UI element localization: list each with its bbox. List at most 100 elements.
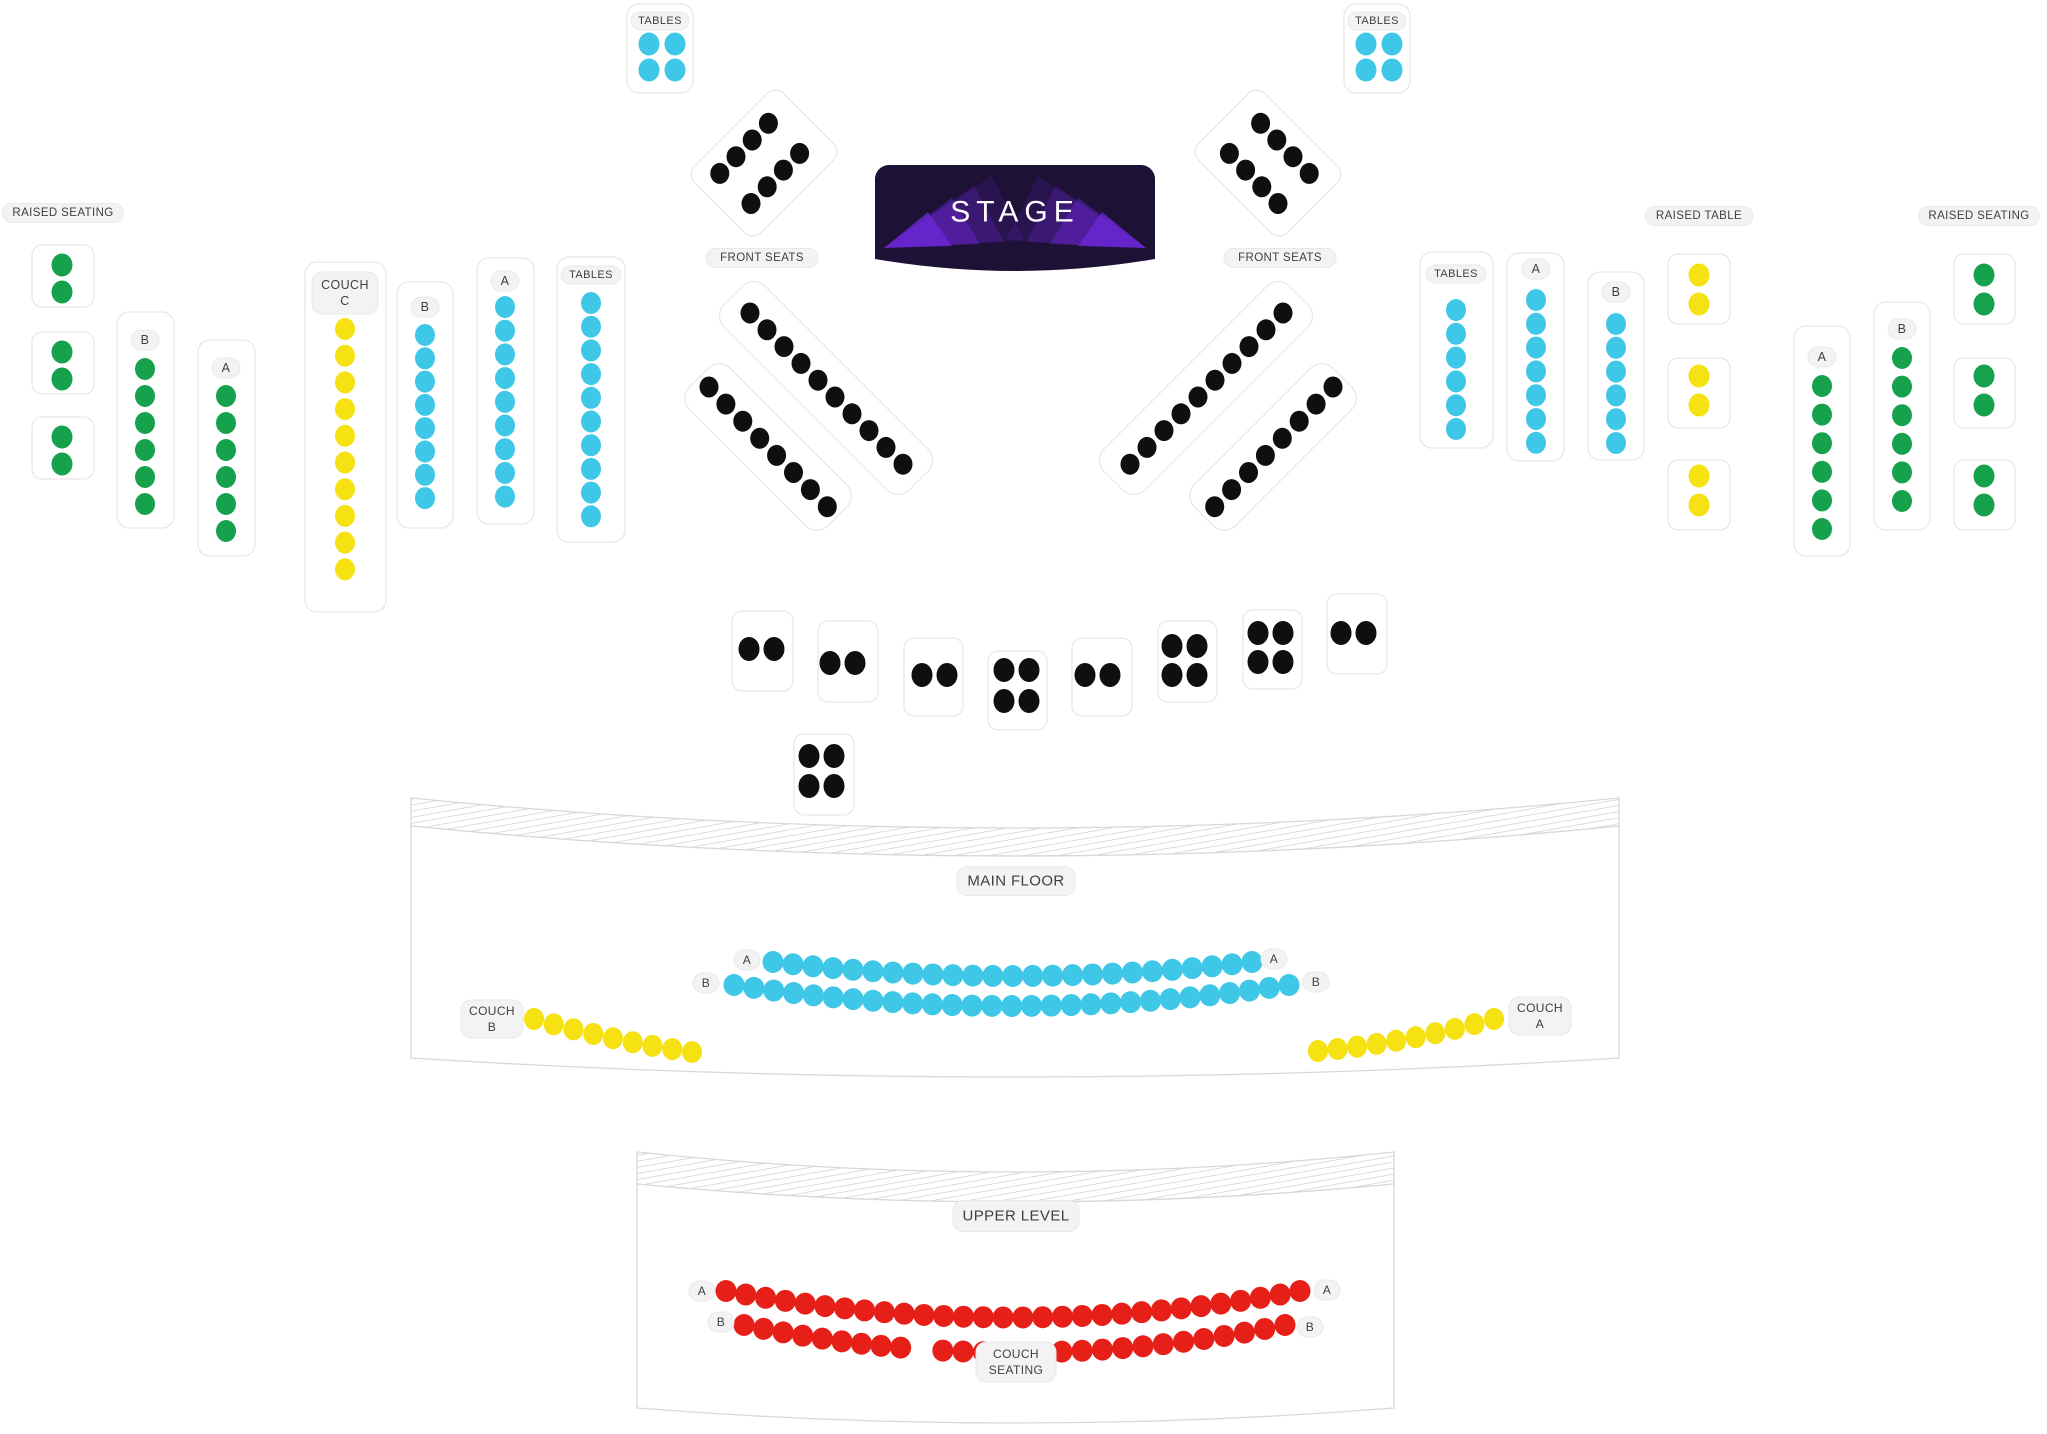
- col-b-green-left-seat[interactable]: [135, 385, 155, 407]
- upper-level-row-b-seat[interactable]: [850, 1332, 872, 1355]
- front-seats-right-diamond-seat[interactable]: [1283, 146, 1303, 168]
- upper-level-row-b-seat[interactable]: [792, 1324, 814, 1347]
- front-row-left-outer-seat[interactable]: [757, 319, 777, 341]
- col-a-cyan-left-seat[interactable]: [495, 367, 515, 390]
- upper-level-row-b-seat[interactable]: [1193, 1328, 1215, 1351]
- col-a-cyan-right-seat[interactable]: [1526, 312, 1546, 335]
- raised-seating-left-box-3-seat[interactable]: [51, 452, 73, 476]
- main-floor-row-a-seat[interactable]: [1022, 964, 1044, 987]
- upper-level-row-a-seat[interactable]: [814, 1295, 836, 1318]
- front-seats-left-diamond-seat[interactable]: [742, 129, 762, 151]
- upper-level-row-a-seat[interactable]: [992, 1306, 1014, 1329]
- col-a-cyan-left-seat[interactable]: [495, 438, 515, 461]
- tables-top-right-seat[interactable]: [1381, 32, 1403, 56]
- couch-b-seat[interactable]: [622, 1031, 643, 1054]
- main-floor-row-a-seat[interactable]: [902, 962, 924, 985]
- couch-b-seat[interactable]: [543, 1013, 564, 1036]
- front-row-left-outer-seat[interactable]: [774, 336, 794, 358]
- floor-table-5-seat[interactable]: [1099, 663, 1121, 687]
- floor-table-6-seat[interactable]: [1161, 663, 1183, 687]
- main-floor-row-a-seat[interactable]: [1002, 965, 1024, 987]
- upper-level-row-a-seat[interactable]: [1230, 1289, 1252, 1312]
- couch-c-seat[interactable]: [335, 558, 355, 581]
- col-b-cyan-right-seat[interactable]: [1606, 313, 1626, 335]
- front-row-right-outer-seat[interactable]: [1120, 453, 1140, 475]
- col-a-cyan-right-seat[interactable]: [1526, 431, 1546, 454]
- upper-level-row-a-seat[interactable]: [1289, 1280, 1311, 1302]
- upper-level-row-a-seat[interactable]: [854, 1299, 876, 1322]
- couch-a-seat[interactable]: [1327, 1038, 1348, 1061]
- couch-a-seat[interactable]: [1347, 1035, 1368, 1058]
- main-floor-row-b-seat[interactable]: [802, 984, 824, 1007]
- col-b-green-left-seat[interactable]: [135, 439, 155, 461]
- front-seats-right-diamond-seat[interactable]: [1267, 129, 1287, 151]
- floor-table-6-seat[interactable]: [1161, 634, 1183, 658]
- main-floor-row-b-seat[interactable]: [1219, 982, 1241, 1005]
- col-b-cyan-left-seat[interactable]: [415, 347, 435, 370]
- col-b-cyan-left-seat[interactable]: [415, 417, 435, 440]
- col-a-green-left-seat[interactable]: [216, 493, 236, 515]
- front-row-right-inner-seat[interactable]: [1306, 393, 1326, 415]
- tables-col-left-seat[interactable]: [581, 481, 601, 504]
- col-a-cyan-left-seat[interactable]: [495, 343, 515, 366]
- front-seats-left-diamond-seat[interactable]: [726, 146, 746, 168]
- main-floor-row-b-seat[interactable]: [1021, 994, 1043, 1017]
- front-row-right-outer-seat[interactable]: [1154, 420, 1174, 442]
- col-b-cyan-right-seat[interactable]: [1606, 408, 1626, 431]
- col-b-cyan-right-seat[interactable]: [1606, 432, 1626, 454]
- main-floor-row-b-seat[interactable]: [822, 986, 844, 1009]
- floor-table-7-seat[interactable]: [1247, 621, 1269, 645]
- floor-table-9-seat[interactable]: [798, 744, 820, 768]
- upper-level-row-a-seat[interactable]: [1111, 1302, 1133, 1325]
- upper-level-row-a-seat[interactable]: [1210, 1292, 1232, 1315]
- main-floor-row-a-seat[interactable]: [982, 964, 1004, 987]
- front-row-left-inner-seat[interactable]: [800, 479, 820, 501]
- raised-seating-right-box-2-seat[interactable]: [1973, 393, 1995, 417]
- upper-level-row-a-seat[interactable]: [735, 1283, 757, 1306]
- front-row-left-inner-seat[interactable]: [784, 462, 803, 483]
- col-b-green-right-seat[interactable]: [1892, 432, 1912, 455]
- floor-table-8-seat[interactable]: [1355, 621, 1377, 645]
- raised-seating-right-box-1-seat[interactable]: [1973, 292, 1995, 316]
- front-row-left-outer-seat[interactable]: [876, 436, 896, 458]
- tables-top-left-seat[interactable]: [664, 32, 686, 56]
- upper-level-row-b-seat[interactable]: [1051, 1340, 1073, 1363]
- upper-level-row-b-seat[interactable]: [1091, 1338, 1113, 1361]
- col-a-cyan-left-seat[interactable]: [495, 296, 515, 318]
- couch-c-seat[interactable]: [335, 318, 355, 340]
- raised-seating-left-box-2-seat[interactable]: [51, 340, 73, 364]
- col-a-cyan-right-seat[interactable]: [1526, 384, 1546, 407]
- upper-level-row-b-seat[interactable]: [831, 1330, 853, 1353]
- main-floor-row-b-seat[interactable]: [783, 982, 805, 1005]
- tables-top-right-seat[interactable]: [1355, 32, 1377, 56]
- upper-level-row-a-seat[interactable]: [1131, 1301, 1153, 1324]
- main-floor-row-a-seat[interactable]: [1181, 957, 1203, 980]
- main-floor-row-b-seat[interactable]: [1258, 976, 1280, 999]
- col-a-cyan-left-seat[interactable]: [495, 485, 515, 508]
- front-row-left-outer-seat[interactable]: [791, 352, 811, 374]
- front-seats-left-diamond-seat[interactable]: [741, 193, 761, 214]
- tables-col-right-seat[interactable]: [1446, 370, 1466, 393]
- front-row-right-outer-seat[interactable]: [1222, 352, 1242, 374]
- tables-col-left-seat[interactable]: [581, 434, 601, 457]
- upper-level-row-b-seat[interactable]: [772, 1321, 794, 1344]
- front-row-right-outer-seat[interactable]: [1205, 369, 1225, 391]
- tables-top-right-seat[interactable]: [1355, 58, 1377, 82]
- front-seats-left-diamond-seat[interactable]: [757, 176, 777, 198]
- floor-table-7-seat[interactable]: [1247, 650, 1269, 674]
- couch-c-seat[interactable]: [335, 478, 355, 501]
- front-row-right-inner-seat[interactable]: [1289, 410, 1309, 432]
- upper-level-row-b-seat[interactable]: [1233, 1321, 1255, 1344]
- col-a-cyan-right-seat[interactable]: [1526, 360, 1546, 383]
- upper-level-row-a-seat[interactable]: [1071, 1304, 1093, 1327]
- front-row-right-inner-seat[interactable]: [1323, 376, 1343, 398]
- col-b-green-left-seat[interactable]: [135, 466, 155, 488]
- upper-level-row-a-seat[interactable]: [1249, 1286, 1271, 1309]
- upper-level-row-a-seat[interactable]: [893, 1302, 915, 1325]
- floor-table-3-seat[interactable]: [911, 663, 933, 687]
- main-floor-row-b-seat[interactable]: [1159, 988, 1181, 1011]
- floor-table-9-seat[interactable]: [823, 774, 845, 798]
- couch-c-seat[interactable]: [335, 398, 355, 421]
- front-row-left-outer-seat[interactable]: [740, 302, 760, 324]
- upper-level-row-a-seat[interactable]: [1032, 1306, 1054, 1329]
